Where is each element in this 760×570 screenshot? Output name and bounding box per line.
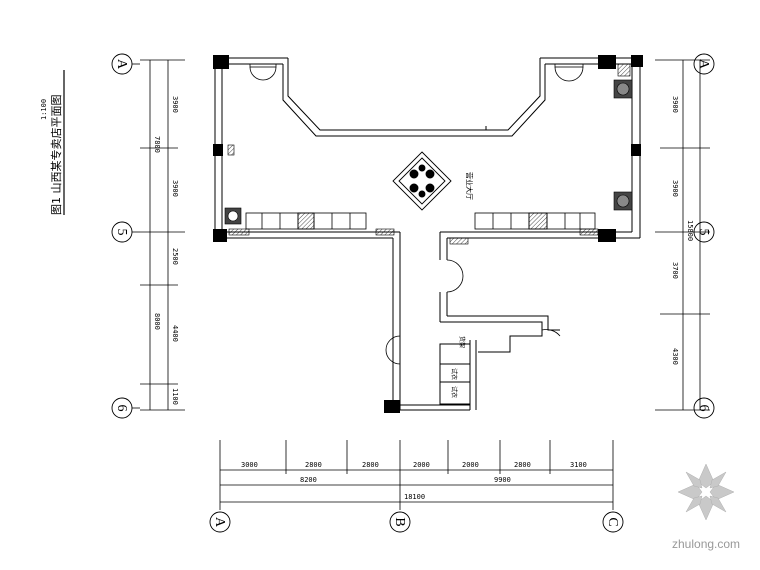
fitting-room-label-1: 试衣 <box>450 368 458 380</box>
plant-pots <box>224 79 633 225</box>
bottom-axis-bubbles: A B C <box>209 511 624 533</box>
building-walls <box>214 57 641 411</box>
axis-right-a: A <box>696 59 711 70</box>
axis-left-5: 5 <box>114 229 129 236</box>
dim-left-4: 4400 <box>171 325 179 342</box>
storage-label: 货架 <box>458 336 466 348</box>
left-dimension-chain <box>140 59 185 411</box>
room-label: 营业大厅 <box>465 172 474 200</box>
axis-right-5: 5 <box>696 229 711 236</box>
right-axis-bubbles: A 5 6 <box>693 53 715 419</box>
axis-bottom-a: A <box>212 517 227 528</box>
left-axis-bubbles: A 5 6 <box>111 53 140 419</box>
axis-left-a: A <box>114 59 129 70</box>
dim-bottom-row2-1: 8200 <box>300 476 317 484</box>
dim-bottom-5: 2000 <box>462 461 479 469</box>
watermark-logo <box>677 463 735 521</box>
dim-bottom-4: 2000 <box>413 461 430 469</box>
dim-bottom-1: 3000 <box>241 461 258 469</box>
dim-right-1: 3900 <box>671 96 679 113</box>
dim-left-outer-2: 8000 <box>153 313 161 330</box>
room-label-group: 营业大厅 <box>465 172 474 200</box>
left-dimension-texts: 3900 3900 2500 4400 1100 7800 8000 <box>153 96 179 405</box>
dim-bottom-2: 2800 <box>305 461 322 469</box>
axis-left-6: 6 <box>114 405 129 412</box>
dim-right-4: 4300 <box>671 348 679 365</box>
fitting-room-label-2: 试衣 <box>450 386 458 398</box>
dim-left-2: 3900 <box>171 180 179 197</box>
dim-right-2: 3900 <box>671 180 679 197</box>
bottom-dimension-chain <box>219 440 614 510</box>
bottom-dimension-texts: 3000 2800 2800 2000 2000 2800 3100 8200 … <box>241 461 587 501</box>
dim-bottom-6: 2800 <box>514 461 531 469</box>
right-dimension-texts: 3900 3900 3700 4300 15800 <box>671 96 694 365</box>
hatched-walls <box>227 63 631 245</box>
drawing-scale: 1:100 <box>40 99 48 120</box>
dim-left-outer-1: 7800 <box>153 136 161 153</box>
axis-bottom-c: C <box>605 517 620 526</box>
display-shelves <box>245 212 596 230</box>
dim-left-1: 3900 <box>171 96 179 113</box>
drawing-title: 图1 山西某专卖店平面图 <box>49 95 63 216</box>
right-dimension-chain <box>655 59 710 411</box>
axis-bottom-b: B <box>392 517 407 526</box>
dim-left-3: 2500 <box>171 248 179 265</box>
dim-right-3: 3700 <box>671 262 679 279</box>
columns <box>213 55 643 413</box>
dim-bottom-3: 2800 <box>362 461 379 469</box>
central-display-stand <box>392 151 452 211</box>
dim-bottom-7: 3100 <box>570 461 587 469</box>
dim-bottom-total: 18100 <box>404 493 425 501</box>
title-block: 图1 山西某专卖店平面图 1:100 <box>40 70 65 216</box>
dim-right-total: 15800 <box>686 220 694 241</box>
watermark-text: zhulong.com <box>672 537 740 551</box>
dim-left-5: 1100 <box>171 388 179 405</box>
dim-bottom-row2-2: 9900 <box>494 476 511 484</box>
doors <box>249 63 584 365</box>
fitting-room-labels: 试衣 试衣 货架 <box>450 336 466 398</box>
axis-right-6: 6 <box>696 405 711 412</box>
